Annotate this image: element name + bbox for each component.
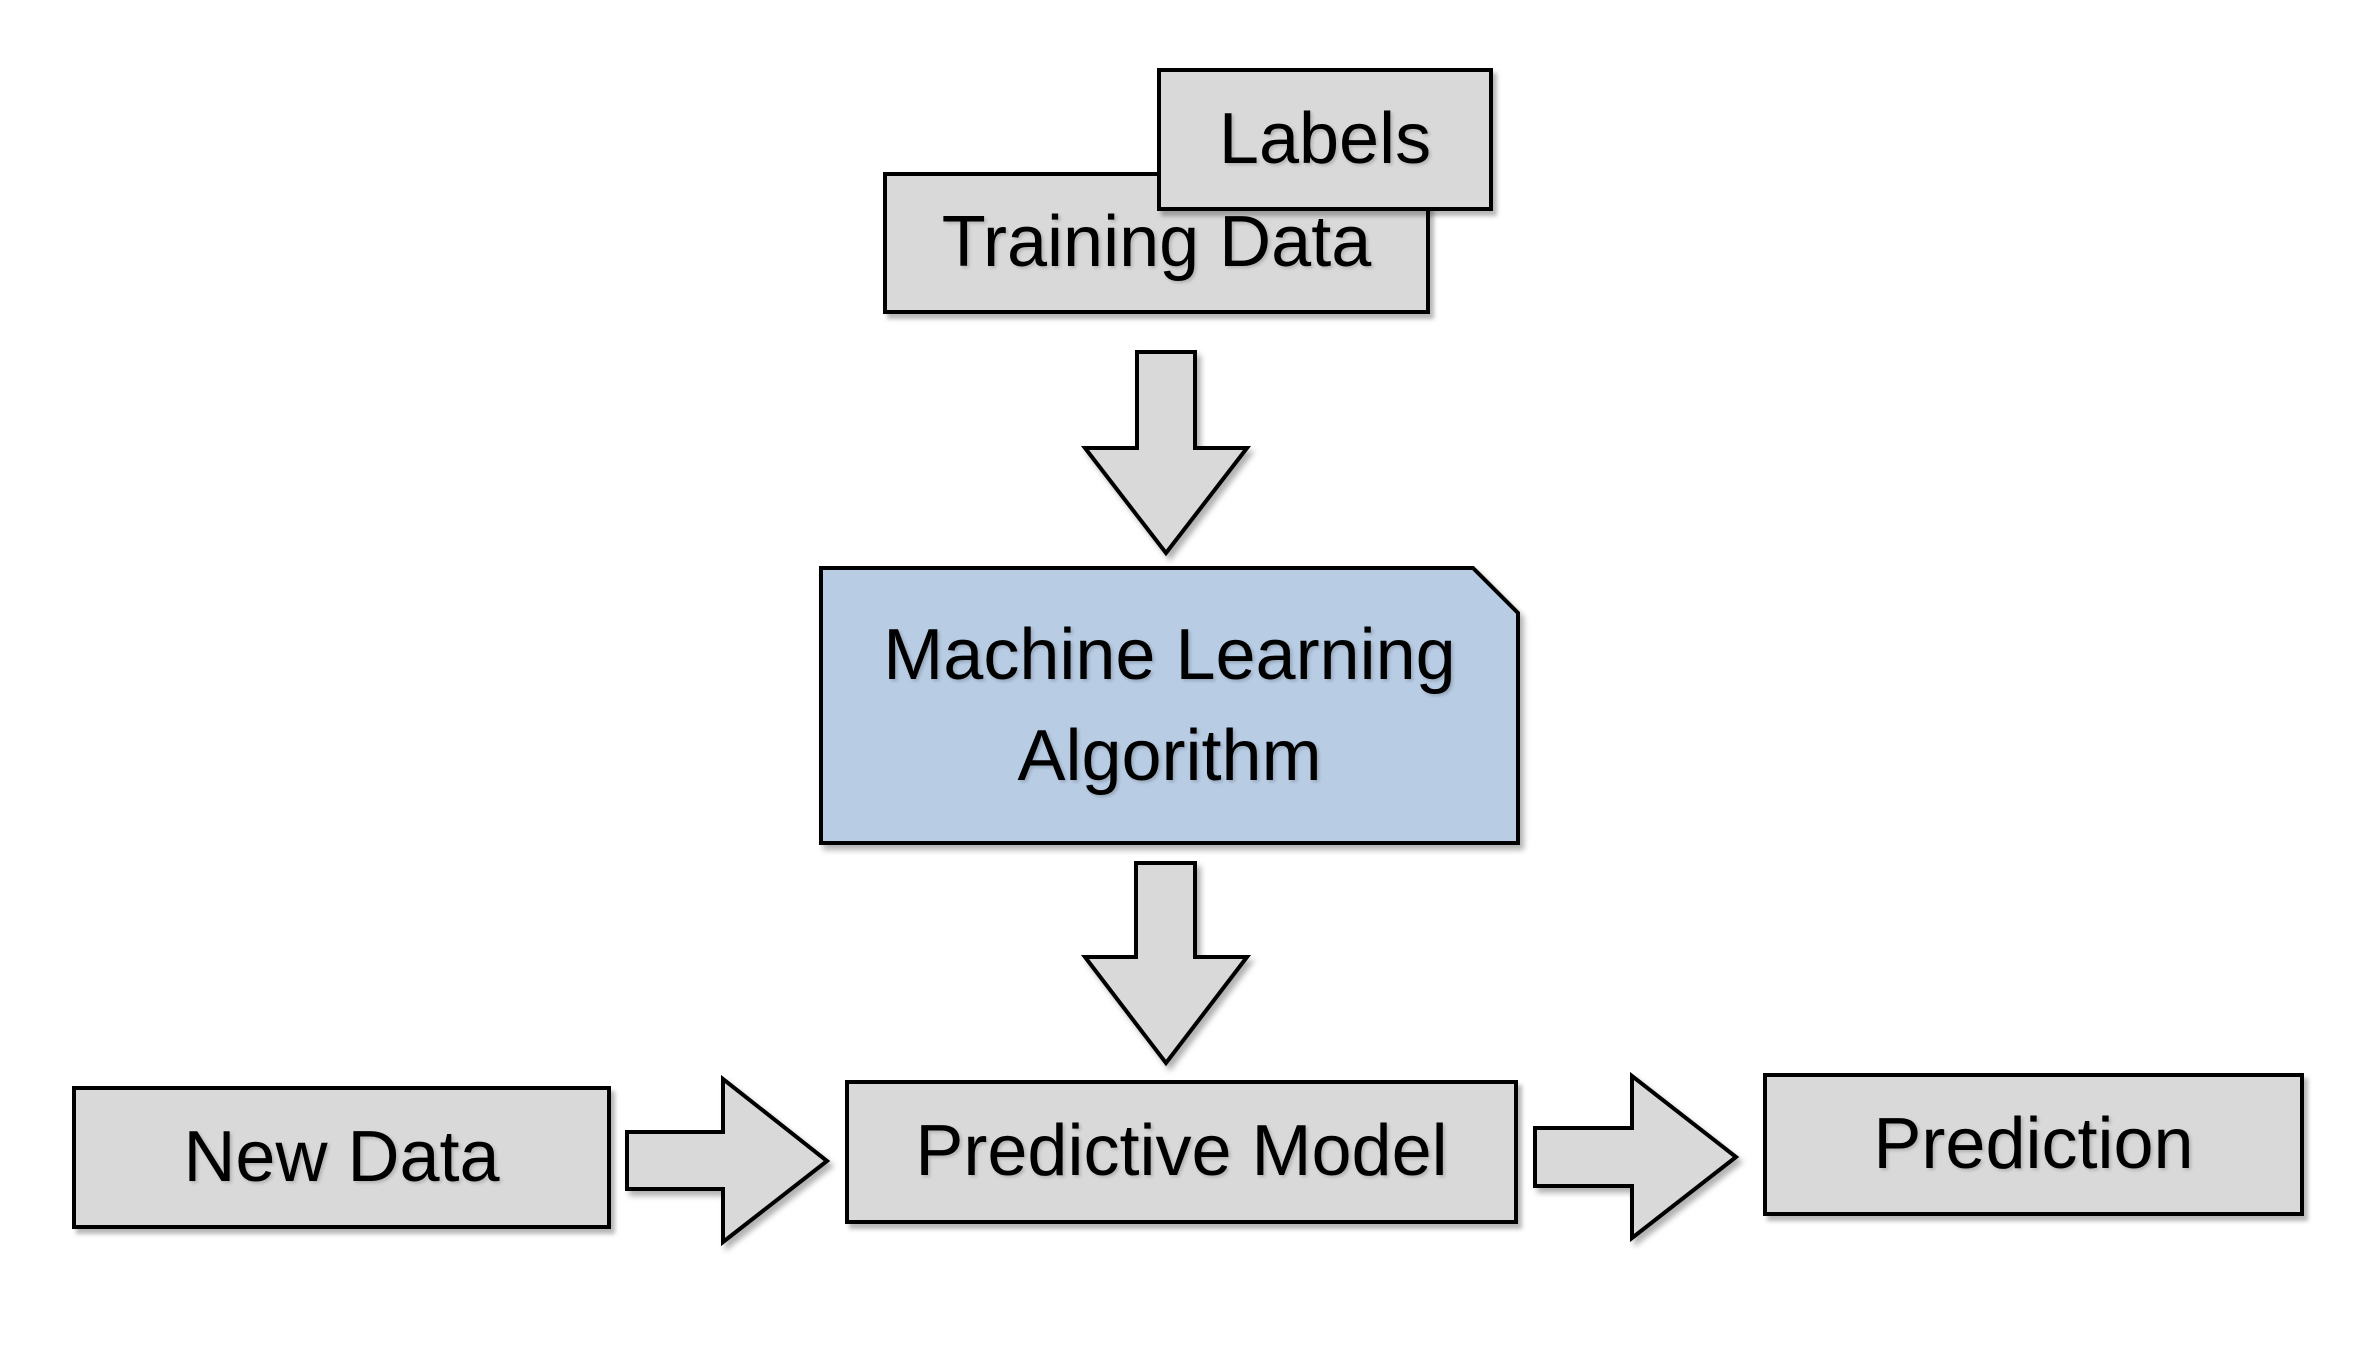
node-training-data-label: Training Data — [941, 202, 1372, 283]
ml-algorithm-node-shape — [819, 566, 1520, 845]
node-labels-label: Labels — [1218, 98, 1432, 179]
right-arrow-newdata-to-model-icon — [625, 1074, 831, 1247]
node-prediction: Prediction — [1763, 1073, 2304, 1216]
node-labels: Labels — [1157, 68, 1493, 211]
down-arrow-training-to-ml-icon — [1080, 350, 1252, 557]
node-new-data: New Data — [72, 1086, 611, 1229]
right-arrow-model-to-prediction-icon — [1533, 1071, 1740, 1243]
node-predictive-model-label: Predictive Model — [915, 1111, 1448, 1192]
down-arrow-ml-to-model-icon — [1080, 861, 1252, 1067]
node-prediction-label: Prediction — [1873, 1103, 2194, 1184]
node-ml-algorithm: Machine Learning Algorithm — [821, 568, 1518, 843]
node-new-data-label: New Data — [183, 1116, 500, 1197]
node-ml-algorithm-label-line1: Machine Learning — [883, 614, 1456, 695]
node-ml-algorithm-label-line2: Algorithm — [1017, 715, 1322, 796]
node-predictive-model: Predictive Model — [845, 1080, 1518, 1224]
